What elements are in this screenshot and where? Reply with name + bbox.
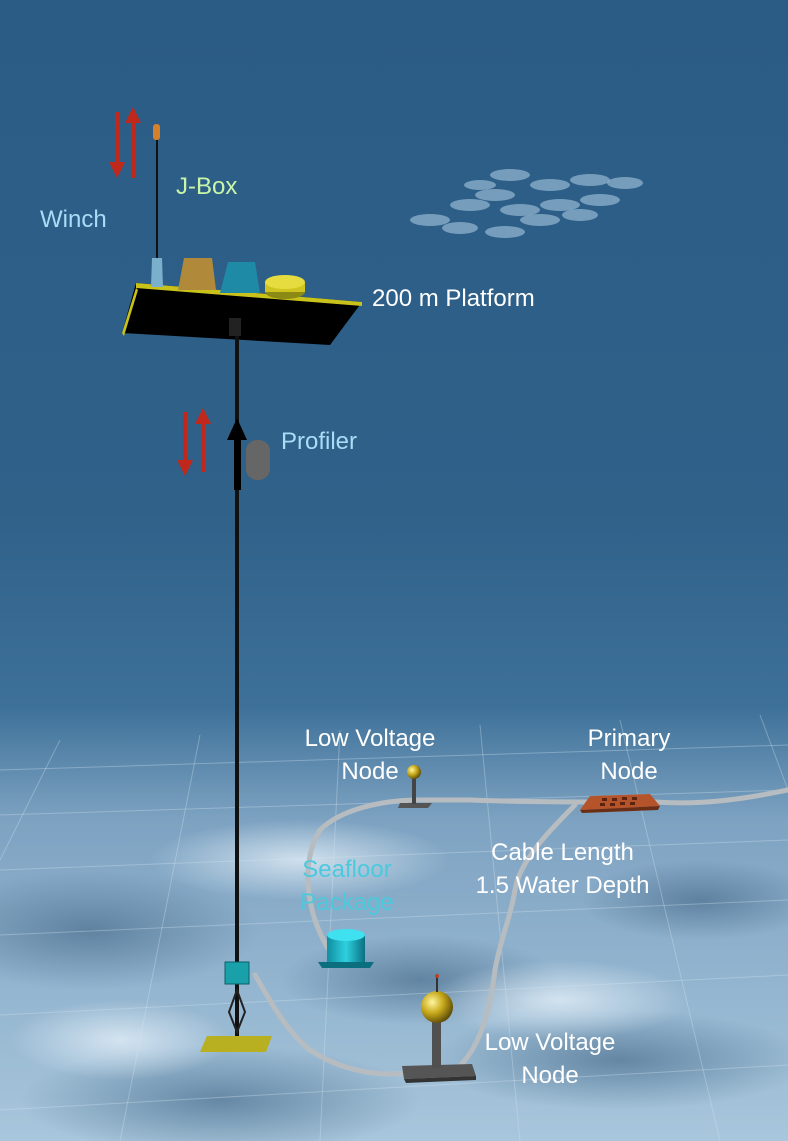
profiler bbox=[227, 418, 270, 490]
winch-arrows bbox=[109, 107, 141, 178]
seafloor-package-label: Seafloor Package bbox=[300, 856, 394, 916]
platform-label: 200 m Platform bbox=[372, 285, 535, 312]
lv-node-top-label: Low Voltage Node bbox=[304, 725, 436, 785]
mooring-anchor bbox=[200, 961, 272, 1052]
primary-node-label: Primary Node bbox=[587, 725, 671, 785]
seafloor-cables bbox=[252, 787, 788, 1077]
platform bbox=[122, 258, 362, 345]
winch-label: Winch bbox=[40, 206, 107, 233]
surface-float bbox=[153, 124, 160, 140]
profiler-arrows bbox=[177, 408, 211, 476]
primary-node bbox=[580, 794, 660, 813]
lv-node-bottom-label: Low Voltage Node bbox=[484, 1029, 616, 1089]
jbox-device bbox=[178, 258, 216, 290]
seafloor-package bbox=[318, 929, 374, 968]
profiler-label: Profiler bbox=[281, 428, 358, 455]
lv-node-top bbox=[398, 765, 432, 808]
lv-node-bottom bbox=[402, 974, 476, 1083]
winch-device bbox=[151, 258, 163, 287]
cable-length-label: Cable Length 1.5 Water Depth bbox=[475, 839, 650, 899]
fish-school bbox=[410, 169, 643, 238]
seafloor bbox=[0, 714, 788, 1141]
jbox-label: J-Box bbox=[176, 173, 238, 200]
